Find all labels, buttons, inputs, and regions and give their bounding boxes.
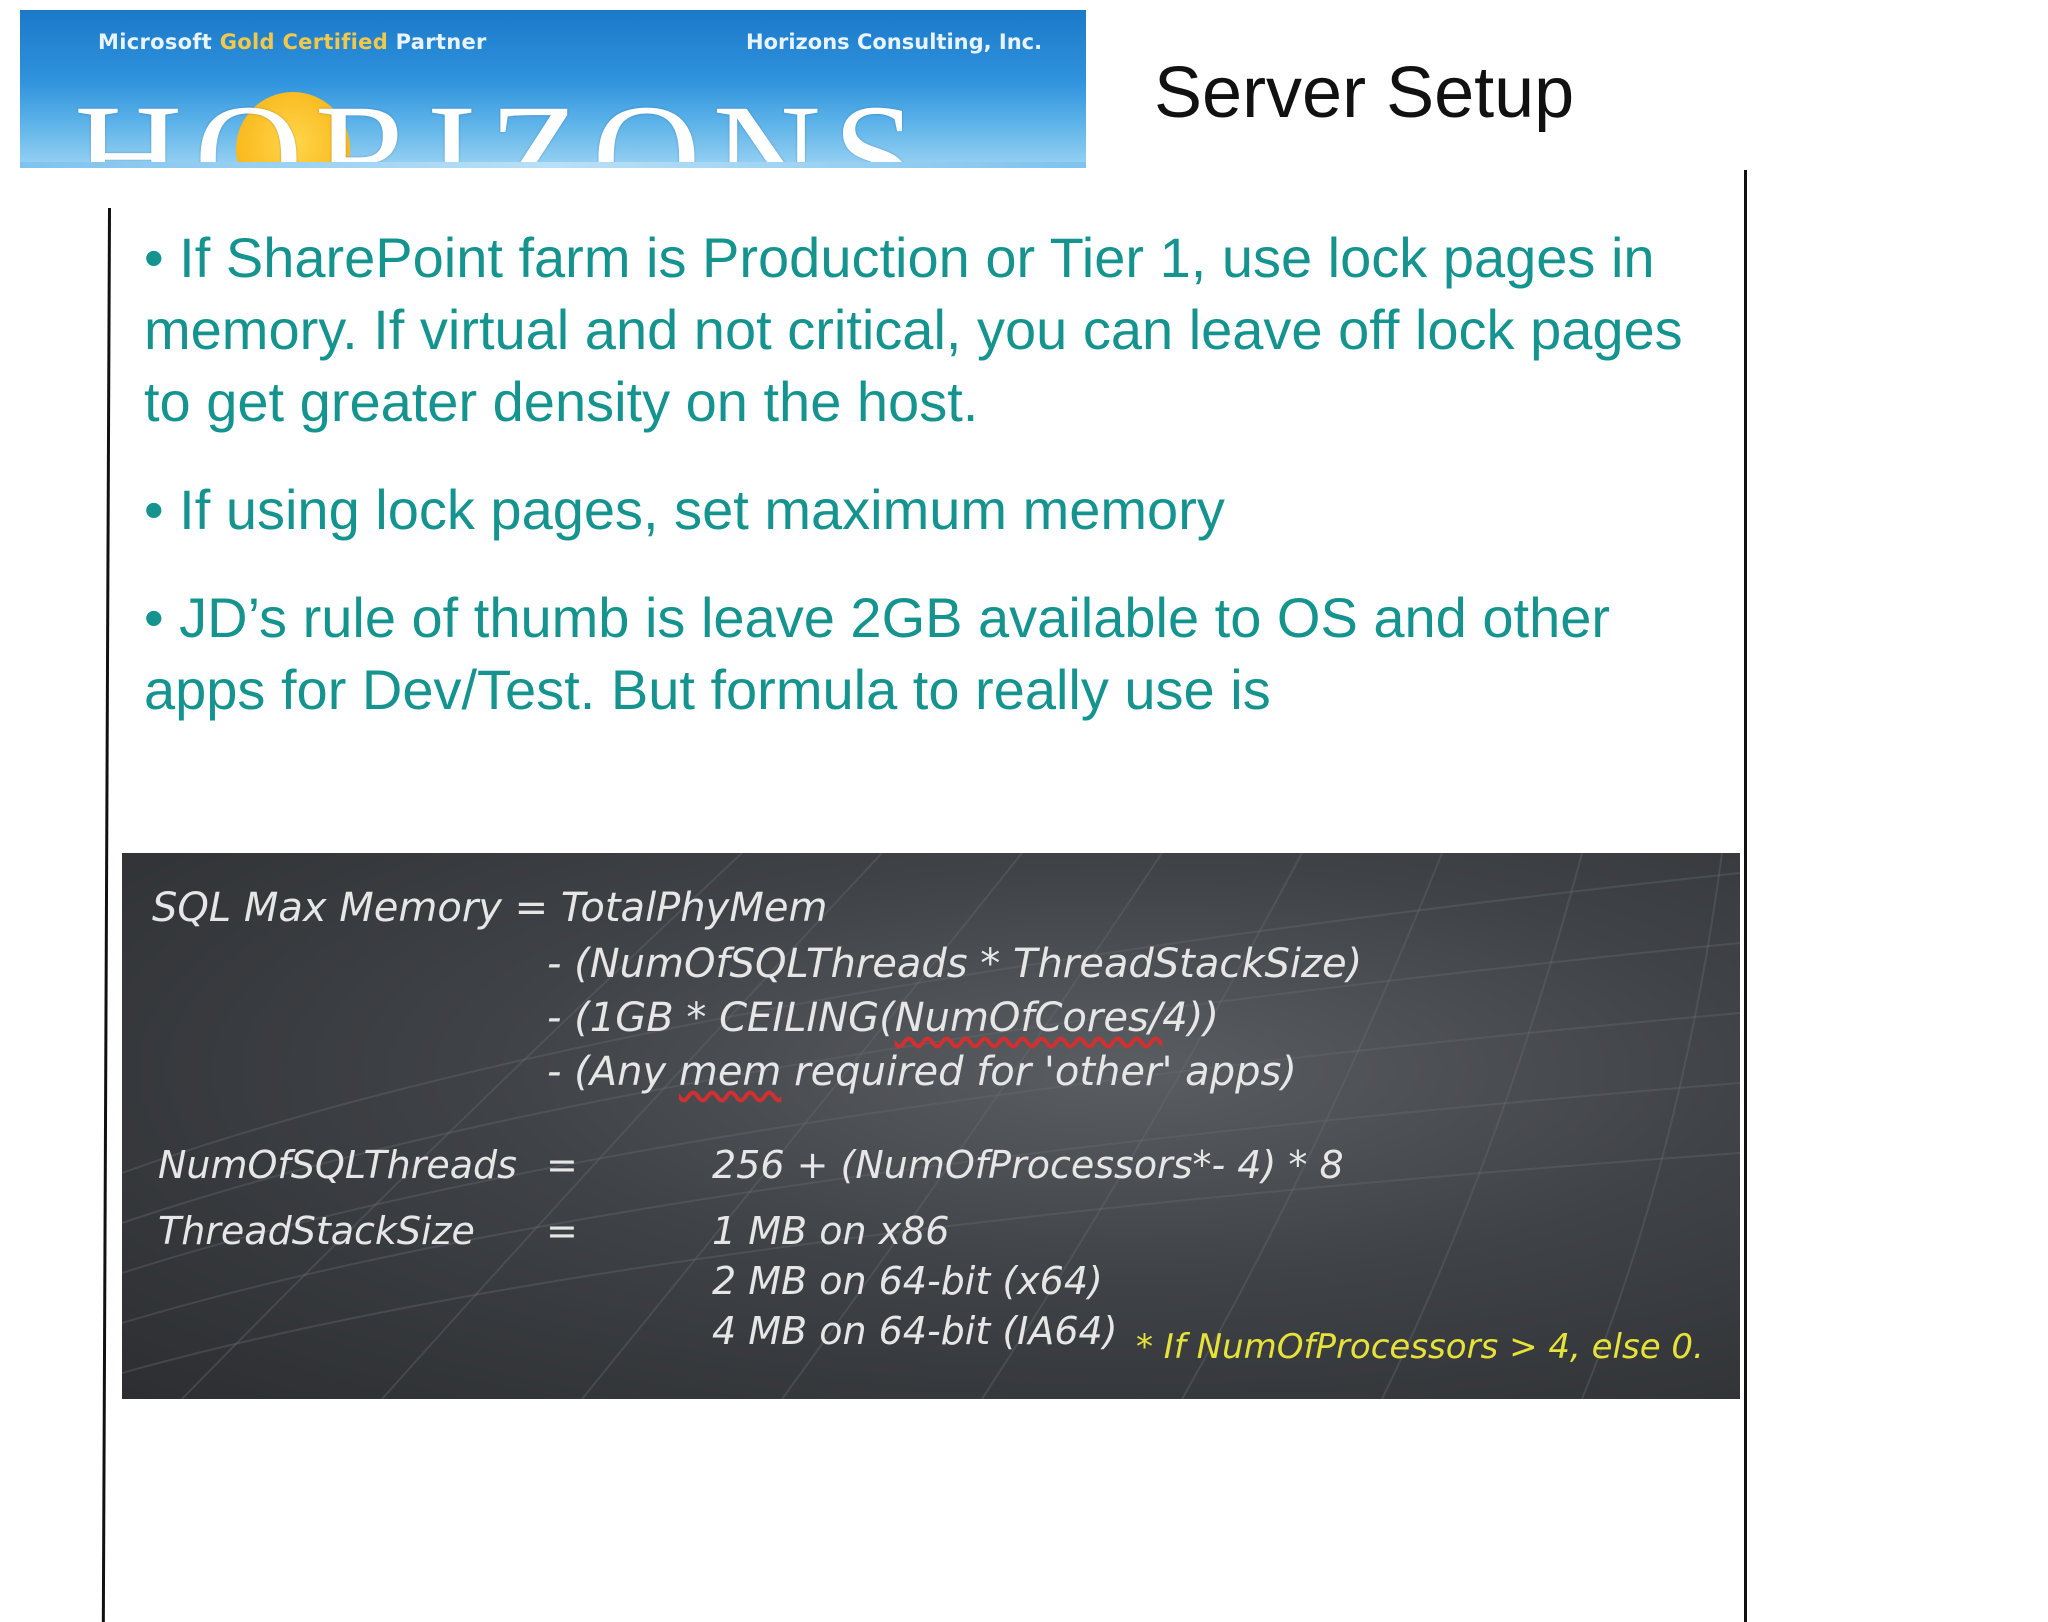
threads-equals: = [546,1143,578,1187]
formula-term: - (Any mem required for 'other' apps) [547,1049,1297,1095]
left-border-line [101,207,111,1622]
formula-panel: SQL Max Memory = TotalPhyMem - (NumOfSQL… [122,853,1740,1399]
stack-label: ThreadStackSize [158,1209,475,1253]
processor-note: * If NumOfProcessors > 4, else 0. [1136,1327,1704,1367]
page-title: Server Setup [1154,53,1575,133]
bullet-item: • If using lock pages, set maximum memor… [144,478,1225,541]
bullet-item: • JD’s rule of thumb is leave 2GB availa… [144,586,1611,721]
stack-value: 4 MB on 64-bit (IA64) [712,1309,1118,1353]
right-border-line [1744,170,1747,1622]
stack-equals: = [546,1209,578,1253]
bullet-item: • If SharePoint farm is Production or Ti… [144,226,1683,433]
threads-value: 256 + (NumOfProcessors*- 4) * 8 [712,1143,1344,1187]
formula-term: - (NumOfSQLThreads * ThreadStackSize) [547,941,1363,987]
background-grid [122,853,1740,1399]
partner-suffix: Partner [395,30,487,54]
horizons-logo: Microsoft Gold Certified Partner Horizon… [20,10,1086,168]
company-name: Horizons Consulting, Inc. [746,30,1043,54]
partner-gold: Gold Certified [219,30,389,54]
formula-term: - (1GB * CEILING(NumOfCores/4)) [547,995,1219,1041]
partner-line: Microsoft Gold Certified Partner [98,30,487,54]
partner-prefix: Microsoft [98,30,213,54]
formula-lhs: SQL Max Memory = TotalPhyMem [152,885,828,931]
stack-value: 2 MB on 64-bit (x64) [712,1259,1103,1303]
horizon-line [20,162,1086,168]
stack-value: 1 MB on x86 [712,1209,950,1253]
brand-wordmark: HORIZONS [74,74,929,168]
bullet-list: • If SharePoint farm is Production or Ti… [144,222,1724,762]
threads-label: NumOfSQLThreads [158,1143,517,1187]
